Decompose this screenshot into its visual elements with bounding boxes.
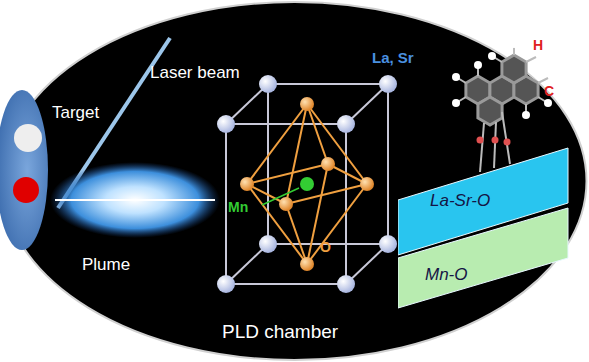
mn-atom (300, 177, 314, 191)
oxygen-atoms (240, 97, 374, 271)
plume (50, 162, 220, 238)
plume-axis (55, 199, 215, 201)
target-red (13, 177, 39, 203)
o-label: O (320, 240, 331, 255)
molecule-bonds (456, 44, 548, 172)
corner-atoms (217, 75, 397, 293)
layer-label: Mn-O (425, 266, 468, 285)
target-label: Target (52, 104, 99, 123)
target-disk (0, 90, 48, 250)
mn-leader (262, 188, 299, 205)
chamber-ellipse (3, 2, 587, 360)
la-sr-label: La, Sr (372, 50, 414, 67)
chamber-label: PLD chamber (222, 322, 338, 343)
plume-label: Plume (82, 256, 130, 275)
laser-label: Laser beam (150, 64, 240, 83)
mn-label: Mn (228, 200, 248, 215)
cube-edges (226, 84, 388, 284)
target-white (14, 124, 42, 152)
octahedron (247, 104, 367, 264)
c-label: C (544, 84, 554, 99)
layer-label: La-Sr-O (430, 192, 490, 211)
h-label: H (533, 38, 543, 53)
oxygen-on-molecule (477, 137, 511, 146)
la-sr-o-layer: La-Sr-O (398, 146, 570, 258)
